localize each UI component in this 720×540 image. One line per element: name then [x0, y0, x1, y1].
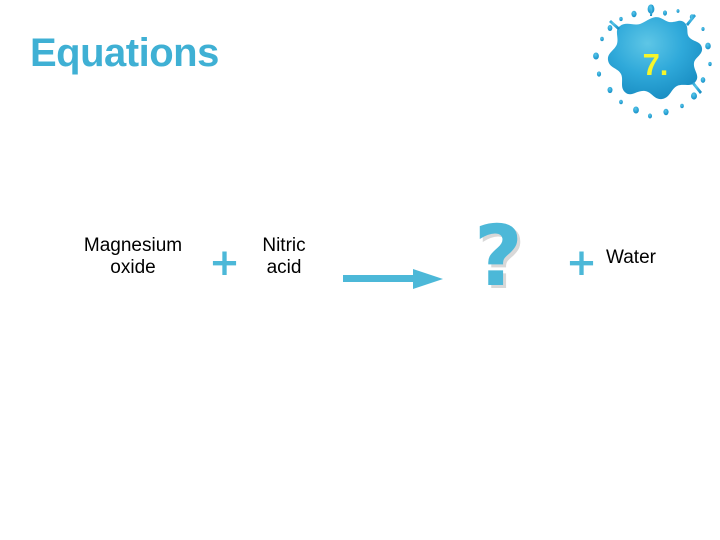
plus-operator-1: +: [209, 241, 241, 284]
question-mark-icon: ?: [474, 207, 523, 305]
product-2-label: Water: [606, 247, 656, 268]
yields-arrow-icon: [343, 268, 443, 290]
reactant-1-label: Magnesium oxide: [83, 235, 183, 279]
plus-operator-2: +: [566, 241, 598, 284]
page-title: Equations: [30, 31, 219, 75]
unknown-product-placeholder: ?: [474, 214, 540, 310]
paint-splat-icon: [593, 4, 712, 119]
reactant-2-label: Nitric acid: [262, 235, 306, 279]
chemical-equation: Magnesium oxide + Nitric acid ? + Water: [0, 214, 720, 302]
slide-number-badge: 7.: [590, 2, 715, 124]
